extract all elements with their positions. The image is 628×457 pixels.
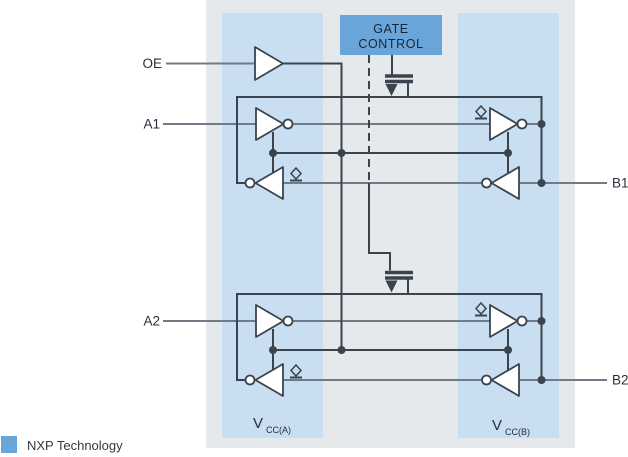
ch2-a-forward-bubble-icon (282, 315, 294, 327)
oe-enable-wire (283, 62, 343, 350)
diamond-icon-ch1-b (474, 104, 488, 119)
ch2-a-reverse-bubble-icon (244, 374, 256, 386)
oe-buffer-icon (254, 46, 284, 81)
ch1-b-reverse-bubble-icon (481, 177, 492, 189)
ch2-a-reverse-buffer-icon (254, 363, 284, 397)
vcc-a-subscript: CC(A) (266, 425, 291, 435)
vcc-b-subscript: CC(B) (505, 427, 530, 437)
ch2-b-reverse-bubble-icon (481, 374, 492, 386)
gate-control-lower-wire (368, 183, 391, 271)
diamond-icon-ch2-b (474, 301, 488, 316)
junction-dot (269, 346, 277, 354)
ch1-b-reverse-buffer-icon (490, 166, 520, 200)
gate-control-label-line1: GATE (373, 22, 409, 36)
junction-dot (504, 149, 512, 157)
oe-label: OE (142, 56, 162, 71)
pass-transistor-2-icon (385, 270, 413, 294)
diamond-icon-ch1-a (289, 166, 303, 181)
gate-control-block: GATE CONTROL (340, 15, 442, 55)
supply-labels: V CC(A) V CC(B) (253, 415, 530, 437)
junction-dot (537, 317, 546, 325)
mosfet2-source-arrow (385, 280, 398, 293)
junction-dot (537, 376, 546, 384)
gate-control-label-line2: CONTROL (358, 37, 423, 51)
ch2-b-forward-buffer-icon (489, 304, 519, 338)
junction-dot (337, 149, 346, 157)
pass-transistor-1-icon (385, 74, 413, 97)
vcc-b-label: V (492, 417, 502, 434)
ch1-a-forward-buffer-icon (255, 107, 285, 141)
vcc-a-label: V (253, 415, 263, 432)
ch1-a-reverse-buffer-icon (254, 166, 284, 200)
junction-dot (504, 346, 512, 354)
junction-dots (269, 120, 546, 384)
ch1-a-reverse-bubble-icon (244, 177, 256, 189)
ch2-b-forward-bubble-icon (516, 315, 528, 327)
junction-dot (537, 120, 546, 128)
signal-wires (163, 62, 607, 381)
ch1-b-forward-bubble-icon (516, 118, 528, 130)
ch1-a-forward-bubble-icon (282, 118, 294, 130)
port-labels: OE A1 A2 B1 B2 (142, 56, 628, 388)
open-drain-symbols (289, 104, 488, 379)
legend: NXP Technology (1, 436, 123, 453)
buffers (244, 46, 528, 397)
ch2-b-reverse-buffer-icon (490, 363, 520, 397)
diamond-icon-ch2-a (289, 363, 303, 378)
b2-label: B2 (612, 373, 628, 388)
a1-label: A1 (143, 117, 160, 132)
mosfet1-source-arrow (385, 84, 398, 96)
legend-swatch (1, 436, 17, 453)
legend-label: NXP Technology (27, 438, 123, 453)
junction-dot (537, 179, 546, 187)
gate-control-box (340, 15, 442, 55)
b1-label: B1 (612, 176, 628, 191)
a2-label: A2 (143, 314, 160, 329)
ch1-b-forward-buffer-icon (489, 107, 519, 141)
ch2-a-forward-buffer-icon (255, 304, 285, 338)
junction-dot (337, 346, 346, 354)
junction-dot (269, 149, 277, 157)
